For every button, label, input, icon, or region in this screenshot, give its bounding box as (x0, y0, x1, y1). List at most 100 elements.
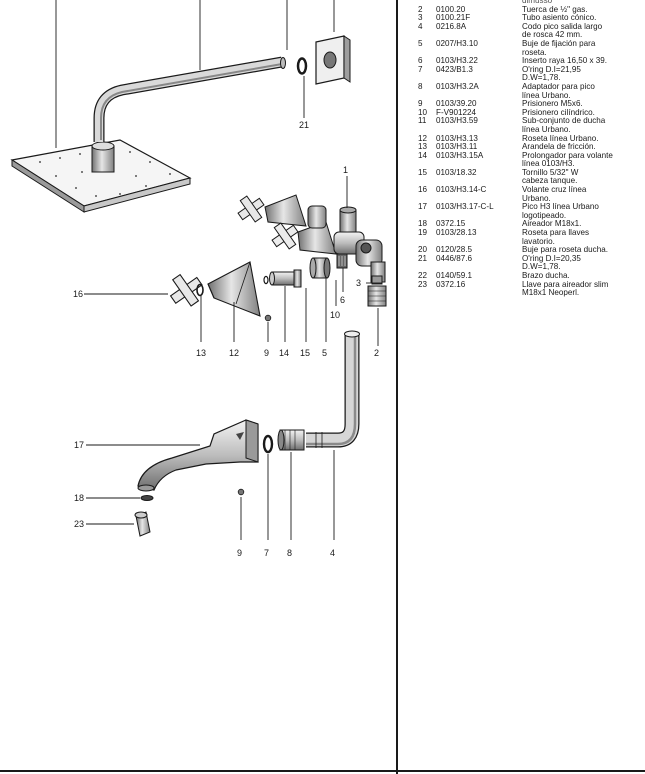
part-description-line: logotipeado. (522, 210, 567, 220)
part-description-line: Llave para aireador slim (522, 279, 609, 289)
callout-5: 5 (322, 348, 327, 358)
part-description: Prisionero cilíndrico. (522, 108, 643, 118)
part-description-line: Brazo ducha. (522, 271, 570, 280)
shower-head-plate (10, 139, 192, 213)
part-description: Inserto raya 16,50 x 39. (522, 57, 643, 66)
part-code: 0103/H3.59 (436, 116, 478, 126)
part-number: 13 (418, 142, 428, 152)
part-description-line: Prolongador para volante (522, 150, 613, 160)
part-description-line: D.W=1,78. (522, 73, 561, 83)
small-oring-14 (263, 275, 269, 285)
part-code: F-V901224 (436, 107, 477, 117)
extension-15 (269, 269, 302, 288)
part-description-line: línea Urbano. (522, 124, 571, 134)
callout-21: 21 (299, 120, 309, 130)
callout-3: 3 (356, 278, 361, 288)
part-code: 0100.20 (436, 4, 466, 14)
aerator-key-23 (134, 511, 151, 537)
part-description-line: línea 0103/H3. (522, 159, 575, 169)
rosette-12 (207, 261, 261, 317)
part-description-line: Sub-conjunto de ducha (522, 116, 606, 126)
part-code: 0372.15 (436, 219, 466, 229)
part-number: 23 (418, 279, 428, 289)
part-code: 0103/H3.17-C-L (436, 202, 494, 212)
part-description: Arandela de fricción. (522, 142, 643, 152)
part-description-line: Aireador M18x1. (522, 219, 582, 229)
part-description-line: Roseta línea Urbano. (522, 133, 599, 143)
partial-top-text: dimusso (522, 0, 553, 5)
part-number: 20 (418, 245, 428, 255)
callout-4: 4 (330, 548, 335, 558)
part-number: 16 (418, 185, 428, 195)
part-description-line: Inserto raya 16,50 x 39. (522, 56, 608, 66)
part-description-line: de rosca 42 mm. (522, 30, 583, 40)
callout-9a: 9 (264, 348, 269, 358)
part-code: 0103/H3.11 (436, 142, 478, 152)
shower-arm (93, 56, 286, 142)
aerator-18 (140, 495, 154, 501)
part-number: 8 (418, 81, 423, 91)
part-number: 11 (418, 116, 427, 126)
set-screw-9a (264, 314, 272, 322)
part-description: Prisionero M5x6. (522, 100, 643, 109)
part-description: Roseta línea Urbano. (522, 133, 643, 144)
part-code: 0207/H3.10 (436, 38, 478, 48)
part-number: 6 (418, 56, 423, 66)
part-code: 0103/H3.13 (436, 133, 478, 143)
part-description-line: roseta. (522, 47, 547, 57)
part-description: Aireador M18x1. (522, 220, 643, 229)
part-description-line: Buje de fijación para (522, 38, 596, 48)
part-number: 22 (418, 271, 428, 280)
o-ring-7 (262, 434, 274, 454)
part-description-line: Buje para roseta ducha. (522, 245, 608, 255)
callout-7: 7 (264, 548, 269, 558)
callout-17: 17 (74, 440, 84, 450)
part-number: 19 (418, 228, 428, 238)
part-description-line: O'ring D.I=20,35 (522, 253, 581, 263)
callout-9b: 9 (237, 548, 242, 558)
callout-23: 23 (74, 519, 84, 529)
part-number: 14 (418, 150, 428, 160)
part-description-line: Codo pico salida largo (522, 21, 603, 31)
callout-6: 6 (340, 295, 345, 305)
part-description-line: Prisionero M5x6. (522, 99, 583, 109)
part-description: Tubo asiento cónico. (522, 14, 643, 23)
part-description-line: Tubo asiento cónico. (522, 13, 597, 23)
part-number: 18 (418, 219, 428, 229)
part-description-line: Pico H3 línea Urbano (522, 202, 599, 212)
part-code: 0103/39.20 (436, 99, 477, 109)
panel-divider (396, 0, 398, 774)
o-ring-21 (296, 57, 308, 75)
part-description-line: Urbano. (522, 193, 551, 203)
callout-8: 8 (287, 548, 292, 558)
callout-18: 18 (74, 493, 84, 503)
friction-washer-13 (196, 283, 204, 297)
callout-16: 16 (73, 289, 83, 299)
part-description-line: O'ring D.I=21,95 (522, 64, 581, 74)
insert-6 (336, 253, 348, 269)
part-number: 2 (418, 4, 423, 14)
part-description: Brazo ducha. (522, 271, 643, 281)
callout-12: 12 (229, 348, 239, 358)
callout-14: 14 (279, 348, 289, 358)
part-code: 0140/59.1 (436, 271, 473, 280)
bushing-5 (309, 257, 331, 279)
parts-list-row: 18 0372.15 Aireador M18x1. (418, 220, 643, 229)
